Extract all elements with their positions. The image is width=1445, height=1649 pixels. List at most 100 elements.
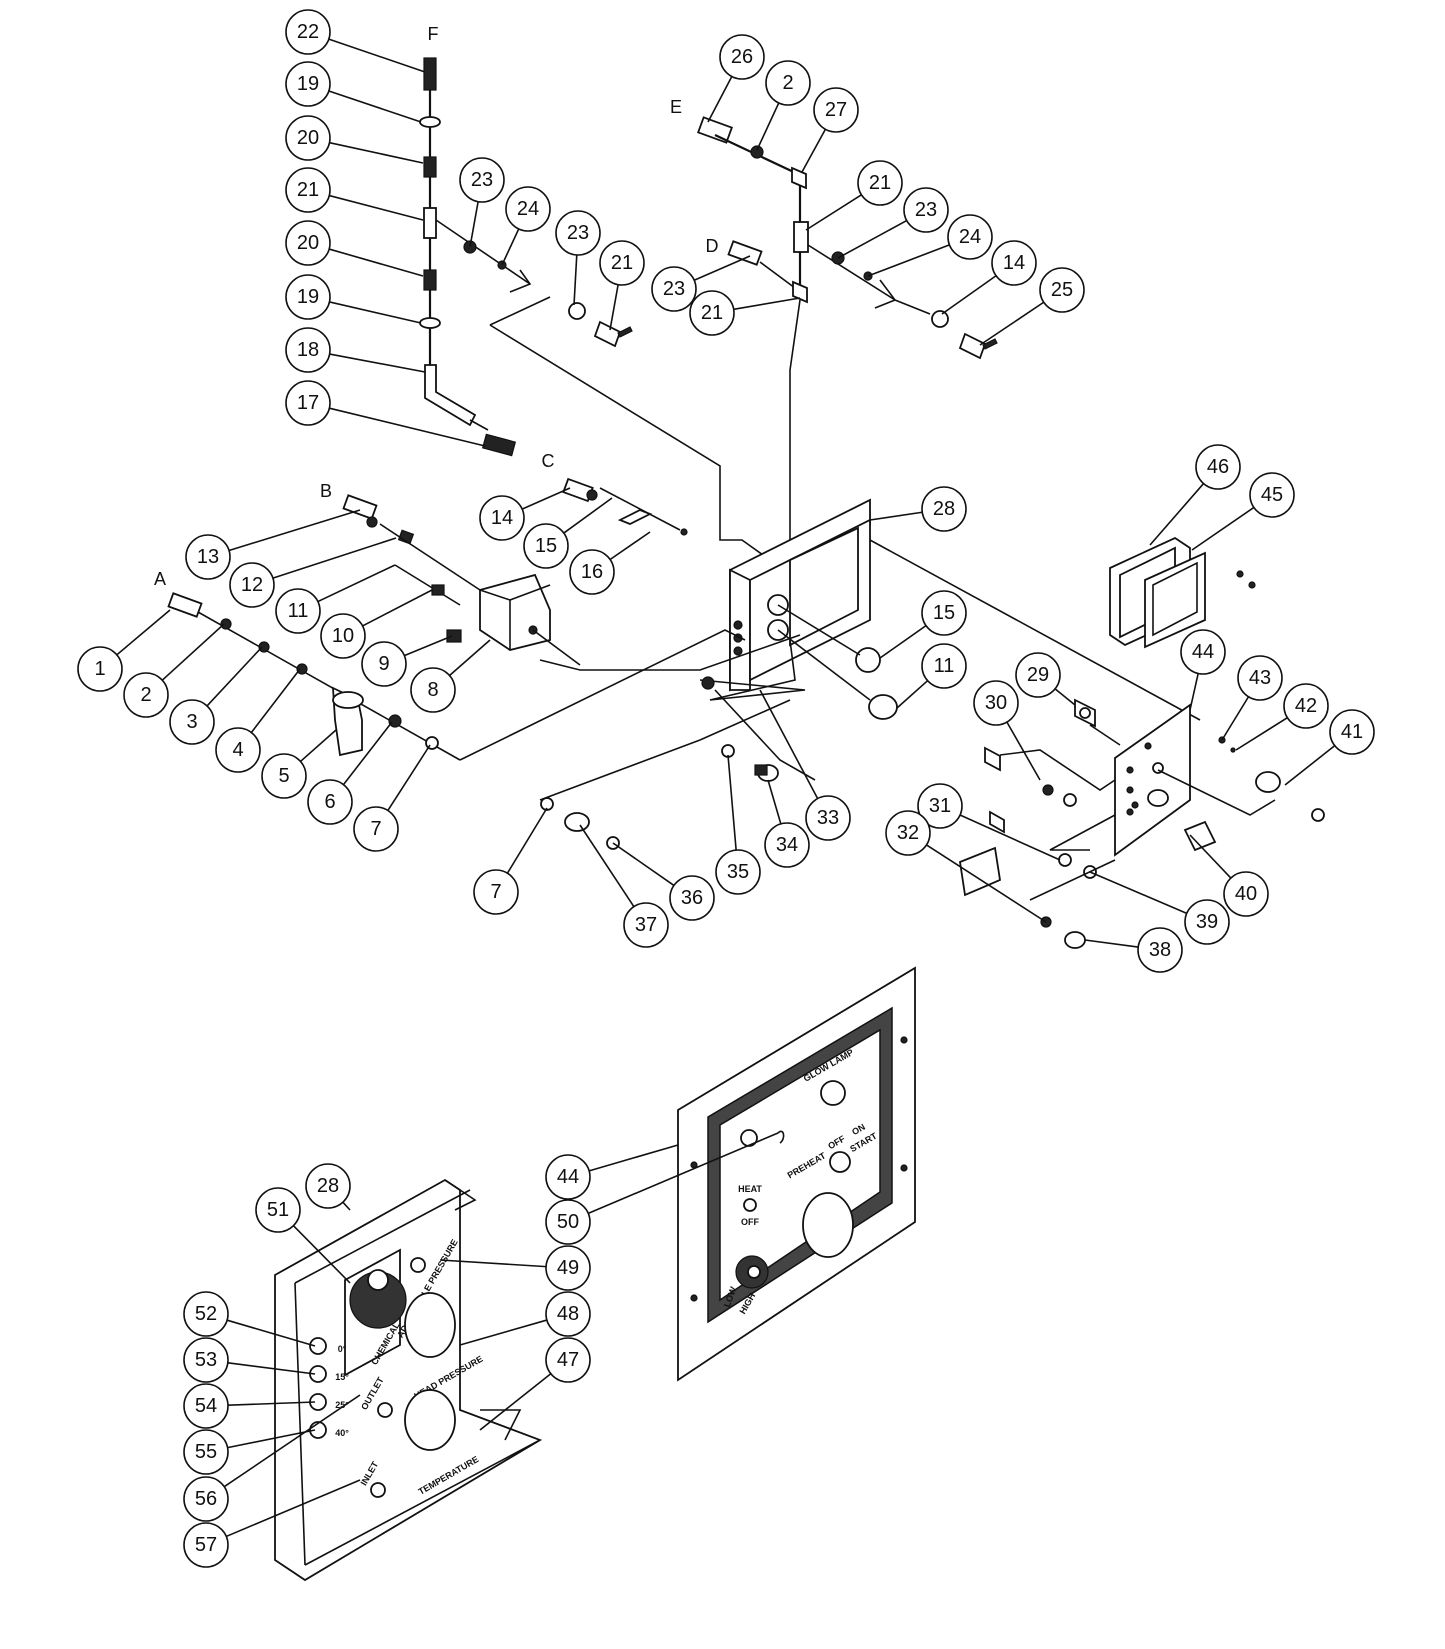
callout-number: 36 [681, 887, 703, 909]
callout-circle [669, 875, 715, 921]
callout-number: 47 [557, 1349, 579, 1371]
callout-leader [329, 194, 424, 221]
section-letter: F [428, 24, 439, 44]
callout-circle [523, 523, 569, 569]
callout-leader [226, 1319, 316, 1347]
callout-leader [404, 635, 453, 657]
callout-circle [1237, 655, 1283, 701]
callout-circle [569, 549, 615, 595]
callout-circle [813, 87, 859, 133]
callout-circle [545, 1245, 591, 1291]
callout-circle [689, 290, 735, 336]
callout-leader [227, 1429, 316, 1449]
callout-number: 1 [94, 658, 105, 680]
callout-number: 15 [535, 535, 557, 557]
callout-circle [1249, 472, 1295, 518]
callout-circle [545, 1337, 591, 1383]
callout-circle [473, 869, 519, 915]
callout-leader [521, 487, 571, 510]
callout-circle [1329, 709, 1375, 755]
callout-leader [299, 729, 337, 763]
callout-leader [329, 141, 424, 164]
callout-number: 27 [825, 99, 847, 121]
callout-leader [612, 842, 675, 887]
callout-leader [161, 623, 225, 681]
callout-number: 32 [897, 822, 919, 844]
callout-circle [505, 186, 551, 232]
callout-circle [1195, 444, 1241, 490]
callout-number: 31 [929, 795, 951, 817]
callout-leader [941, 275, 997, 315]
callout-leader [317, 564, 396, 603]
callout-leader [272, 537, 397, 579]
callout-number: 29 [1027, 664, 1049, 686]
callout-leader [1006, 721, 1041, 781]
callout-leader [1221, 696, 1250, 741]
callout-number: 37 [635, 914, 657, 936]
callout-circle [229, 562, 275, 608]
callout-circle [169, 699, 215, 745]
callout-leader [225, 1479, 361, 1538]
callout-circle [215, 727, 261, 773]
callout-number: 54 [195, 1395, 217, 1417]
callout-leader [387, 744, 431, 811]
callout-leader [1235, 717, 1288, 751]
callout-leader [756, 102, 780, 151]
callout-circle [991, 240, 1037, 286]
callout-number: 25 [1051, 279, 1073, 301]
callout-number: 24 [517, 198, 539, 220]
callout-circle [285, 115, 331, 161]
callout-number: 46 [1207, 456, 1229, 478]
callout-number: 13 [197, 546, 219, 568]
callout-leader [227, 1362, 316, 1375]
callout-circle [255, 1187, 301, 1233]
callout-number: 23 [663, 278, 685, 300]
callout-leader [342, 721, 393, 786]
callout-leader [979, 301, 1045, 346]
callout-leader [1284, 745, 1336, 786]
callout-number: 21 [701, 302, 723, 324]
callout-circle [361, 641, 407, 687]
callout-leader [727, 754, 737, 851]
callout-circle [305, 1163, 351, 1209]
callout-number: 50 [557, 1211, 579, 1233]
callout-circle [1180, 629, 1226, 675]
callout-number: 4 [232, 739, 243, 761]
callout-number: 20 [297, 127, 319, 149]
callout-number: 2 [140, 684, 151, 706]
callout-circle [410, 667, 456, 713]
callout-number: 16 [581, 561, 603, 583]
callout-circle [545, 1291, 591, 1337]
callout-leader [867, 244, 950, 277]
callout-circle [261, 753, 307, 799]
callout-number: 12 [241, 574, 263, 596]
callout-leader [223, 1394, 361, 1488]
callout-number: 21 [297, 179, 319, 201]
callout-circle [77, 646, 123, 692]
callout-leader [837, 219, 908, 259]
callout-number: 14 [1003, 252, 1025, 274]
callout-circle [183, 1476, 229, 1522]
callout-circle [1184, 899, 1230, 945]
callout-number: 30 [985, 692, 1007, 714]
callout-number: 57 [195, 1534, 217, 1556]
callout-number: 21 [869, 172, 891, 194]
callout-circle [764, 822, 810, 868]
callout-leader [563, 497, 613, 534]
callout-number: 20 [297, 232, 319, 254]
callout-leader [501, 228, 520, 266]
callout-number: 45 [1261, 484, 1283, 506]
callout-number: 11 [934, 655, 955, 677]
deg-0-label: 0° [338, 1344, 347, 1354]
callout-number: 42 [1295, 695, 1317, 717]
callout-leader [587, 1132, 779, 1215]
callout-circle [320, 613, 366, 659]
callout-number: 15 [933, 602, 955, 624]
callout-number: 33 [817, 807, 839, 829]
callout-number: 28 [933, 498, 955, 520]
callout-circle [651, 266, 697, 312]
assembly-a-b [167, 494, 746, 761]
callout-number: 38 [1149, 939, 1171, 961]
callout-circle [903, 187, 949, 233]
